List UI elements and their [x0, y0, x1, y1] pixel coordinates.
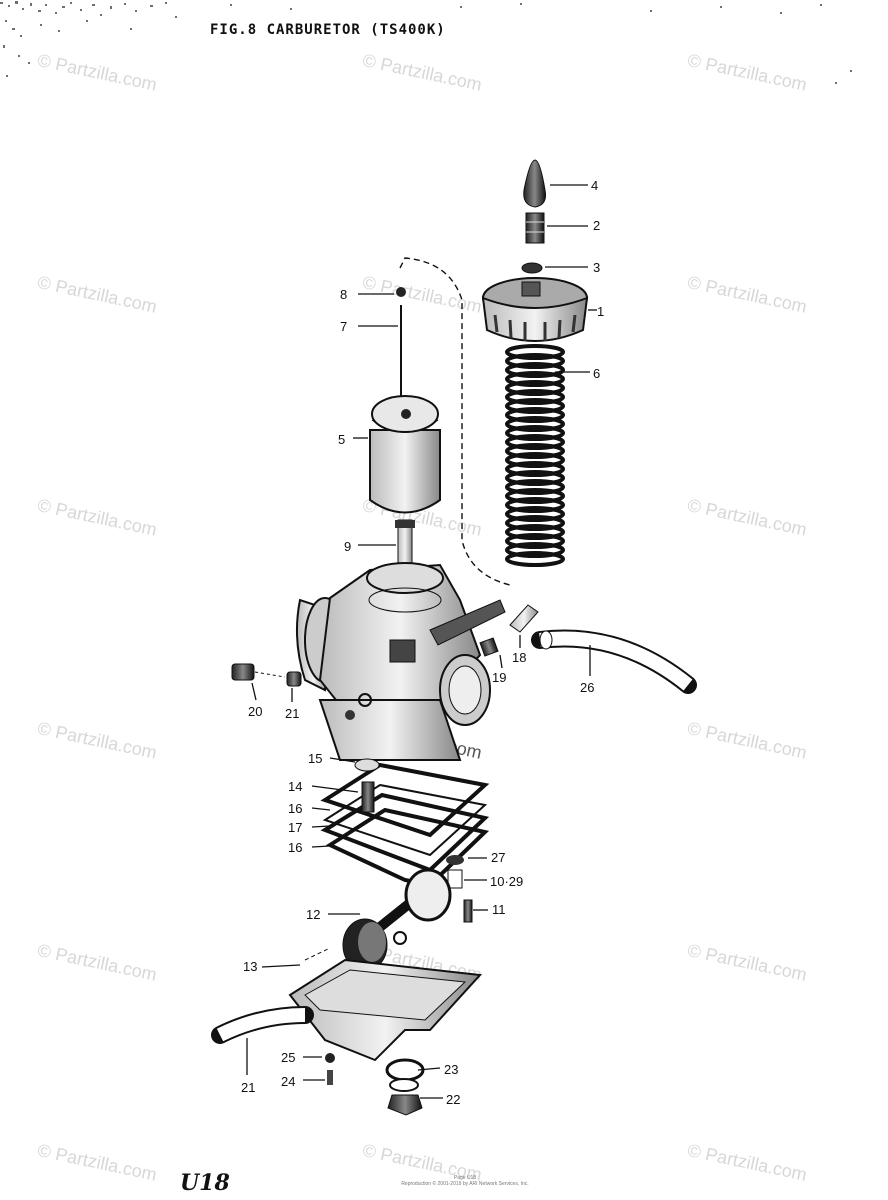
- callout-label: 9: [344, 539, 351, 554]
- part-screw: [327, 1070, 333, 1085]
- callout-label: 3: [593, 260, 600, 275]
- spring-coil: [505, 398, 565, 414]
- part-idle-screw: [509, 604, 539, 633]
- callout-label: 6: [593, 366, 600, 381]
- part-pilot-jet: [463, 899, 473, 923]
- spring-coil: [505, 515, 565, 531]
- callout-label: 2: [593, 218, 600, 233]
- part-mixing-chamber-top: [481, 277, 589, 342]
- spring-coil: [505, 416, 565, 432]
- part-needle-clip: [396, 287, 406, 297]
- spring-coil: [505, 380, 565, 396]
- spring-coil: [505, 533, 565, 549]
- callout-label: 4: [591, 178, 598, 193]
- figure-title: FIG.8 CARBURETOR (TS400K): [210, 22, 446, 38]
- callout-label: 27: [491, 850, 505, 865]
- part-float-chamber-gaskets: [320, 762, 490, 888]
- spring-coil: [505, 470, 565, 486]
- part-air-spring: [286, 671, 302, 687]
- callout-label: 18: [512, 650, 526, 665]
- part-cable-adjuster: [525, 212, 545, 244]
- callout-label: 7: [340, 319, 347, 334]
- callout-label: 26: [580, 680, 594, 695]
- spring-coil: [505, 425, 565, 441]
- callout-label: 8: [340, 287, 347, 302]
- page-number: U18: [180, 1170, 230, 1196]
- spring-coil: [505, 497, 565, 513]
- callout-label: 16: [288, 840, 302, 855]
- spring-coil: [505, 488, 565, 504]
- callout-label: 10·29: [490, 874, 523, 889]
- callout-label: 24: [281, 1074, 295, 1089]
- callout-label: 11: [492, 902, 506, 917]
- callout-label: 14: [288, 779, 302, 794]
- callout-label: 21: [241, 1080, 255, 1095]
- part-rubber-cap: [523, 159, 546, 208]
- part-main-jet: [447, 869, 463, 889]
- spring-coil: [505, 506, 565, 522]
- part-float-valve-seat: [354, 758, 380, 772]
- spring-coil: [505, 542, 565, 558]
- spring-coil: [505, 434, 565, 450]
- part-float: [342, 868, 452, 972]
- spring-coil: [505, 443, 565, 459]
- callout-label: 12: [306, 907, 320, 922]
- scan-noise: [0, 1, 852, 84]
- part-float-pin: [304, 947, 331, 961]
- part-idle-spring: [479, 637, 499, 657]
- part-washer: [325, 1053, 335, 1063]
- callout-label: 19: [492, 670, 506, 685]
- footer-line: Page U18: [453, 1175, 477, 1181]
- callout-label: 16: [288, 801, 302, 816]
- callout-label: 22: [446, 1092, 460, 1107]
- part-float-chamber: [288, 931, 483, 1082]
- callout-label: 25: [281, 1050, 295, 1065]
- spring-coil: [505, 524, 565, 540]
- callout-label: 1: [597, 304, 604, 319]
- spring-coil: [505, 461, 565, 477]
- spring-coil: [505, 344, 565, 360]
- part-main-jet-washer: [446, 855, 464, 865]
- footer-line: Reproduction © 2001-2019 by ARI Network …: [401, 1181, 529, 1187]
- spring-coil: [505, 371, 565, 387]
- footer-copyright: Page U18 Reproduction © 2001-2019 by ARI…: [385, 1175, 545, 1187]
- spring-coil: [505, 389, 565, 405]
- spring-coil: [505, 362, 565, 378]
- part-carburetor-body: [295, 562, 506, 761]
- part-air-screw: [231, 663, 255, 681]
- callout-label: 15: [308, 751, 322, 766]
- part-throttle-valve-spring: [505, 344, 565, 567]
- spring-coil: [505, 353, 565, 369]
- part-float-valve: [361, 781, 375, 813]
- part-throttle-valve: [369, 395, 441, 514]
- callout-label: 13: [243, 959, 257, 974]
- part-nut: [521, 262, 543, 274]
- spring-coil: [505, 407, 565, 423]
- callout-label: 20: [248, 704, 262, 719]
- callout-label: 5: [338, 432, 345, 447]
- spring-coil: [505, 452, 565, 468]
- spring-coil: [505, 551, 565, 567]
- callout-label: 17: [288, 820, 302, 835]
- callout-label: 23: [444, 1062, 458, 1077]
- callout-label: 21: [285, 706, 299, 721]
- spring-coil: [505, 479, 565, 495]
- part-drain-plug: [387, 1094, 423, 1116]
